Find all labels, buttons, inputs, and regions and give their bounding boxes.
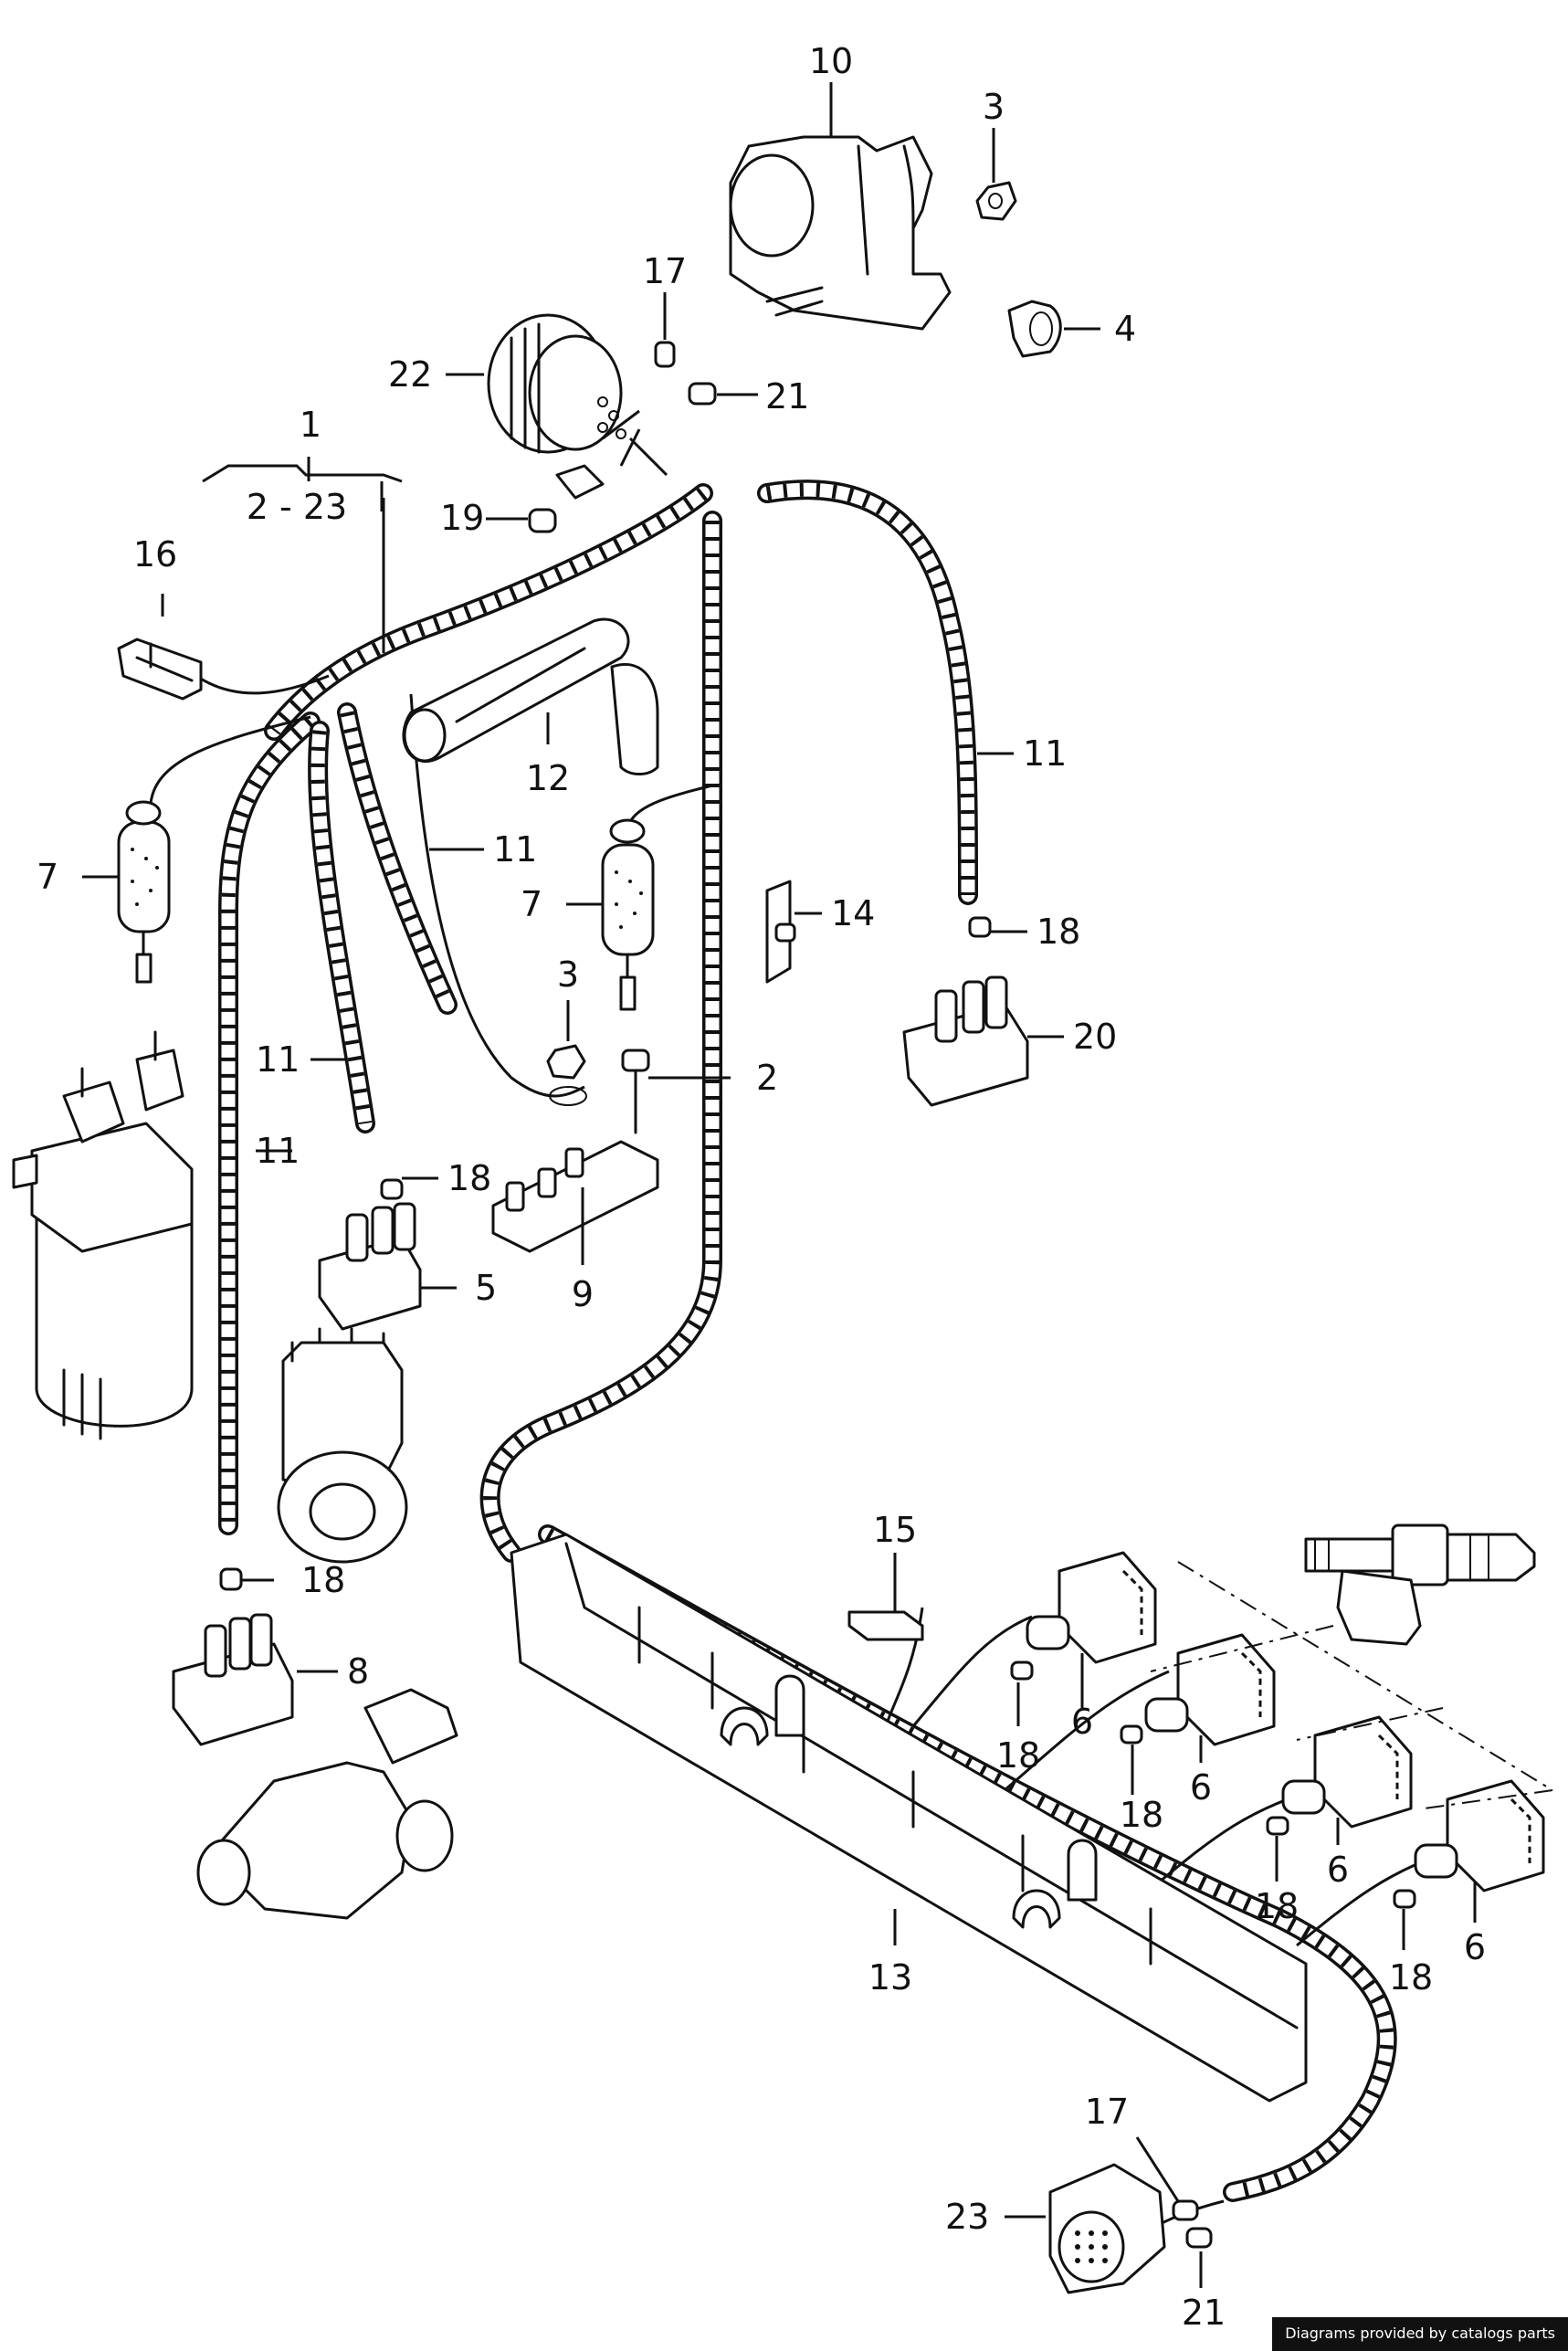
pins-top	[528, 341, 717, 533]
callout-14: 14	[831, 893, 875, 933]
bolt-part-2	[621, 1049, 650, 1134]
injector-connector-part-6-b	[1144, 1633, 1276, 1746]
pin-part-18-inj1	[1010, 1660, 1034, 1681]
connector-part-23	[1048, 2163, 1166, 2294]
rail-cover-part-13	[510, 1533, 1308, 2103]
callout-18-inj3: 18	[1255, 1886, 1299, 1926]
filter-part-7-mid	[601, 818, 655, 1011]
callout-22: 22	[388, 354, 432, 395]
callout-6-c: 6	[1327, 1850, 1349, 1890]
pin-part-17-top	[654, 341, 676, 368]
callout-16: 16	[133, 534, 177, 575]
plug-part-15	[847, 1610, 924, 1641]
callout-11-mid: 11	[256, 1039, 300, 1080]
callout-6-d: 6	[1464, 1927, 1486, 1967]
round-connector-part-22	[487, 313, 626, 500]
distributor	[277, 1327, 408, 1564]
nut-part-3-mid	[546, 1044, 587, 1106]
callout-1: 1	[300, 405, 321, 445]
callout-17-bottom: 17	[1085, 2092, 1129, 2132]
injector-connector-part-6-d	[1414, 1779, 1545, 1892]
pin-part-19	[528, 508, 557, 533]
pin-part-21-bottom	[1185, 2227, 1213, 2249]
filter-part-7-left	[117, 800, 171, 984]
callout-6-a: 6	[1071, 1702, 1093, 1742]
pin-part-18-inj2	[1120, 1724, 1143, 1745]
callout-15: 15	[873, 1510, 917, 1550]
pin-part-18-bottom	[219, 1567, 243, 1591]
callout-9: 9	[572, 1274, 594, 1314]
fuel-injector	[1304, 1523, 1536, 1646]
bracket-part-10	[729, 135, 952, 331]
callout-11-upper: 11	[493, 829, 537, 870]
callout-11-left: 11	[256, 1131, 300, 1171]
callout-13: 13	[868, 1957, 912, 1998]
callout-5: 5	[475, 1268, 497, 1308]
ground-strip-part-9	[491, 1140, 659, 1253]
injector-connector-part-6-c	[1281, 1715, 1413, 1829]
pin-parts-18	[219, 916, 1416, 1909]
clip-part-4	[1007, 300, 1062, 358]
callout-21-bottom: 21	[1182, 2293, 1226, 2333]
injector-connector-part-6-a	[1026, 1551, 1157, 1664]
callout-3-top: 3	[983, 87, 1005, 127]
connector-part-8	[172, 1613, 294, 1746]
pin-part-18-inj3	[1266, 1816, 1289, 1836]
callout-18-left: 18	[447, 1158, 491, 1198]
callout-21-top: 21	[765, 376, 809, 416]
callout-3-mid: 3	[557, 954, 579, 995]
callout-7-left: 7	[37, 857, 58, 897]
ignition-coil	[12, 1030, 194, 1440]
callout-19: 19	[440, 498, 484, 538]
callout-7-mid: 7	[521, 884, 542, 924]
harness-cables	[218, 480, 1397, 2202]
pins-bottom	[1172, 2199, 1213, 2249]
callout-12: 12	[526, 758, 570, 798]
callout-23: 23	[945, 2197, 989, 2237]
callout-10: 10	[809, 41, 853, 81]
callout-18-inj1: 18	[996, 1735, 1040, 1776]
callout-labels: 10 3 4 17 22 21 19 1 2 - 23 16 12 11 11 …	[37, 41, 1486, 2333]
callout-2-23: 2 - 23	[247, 487, 347, 527]
pin-part-21-top	[688, 382, 717, 406]
callout-18-bottom: 18	[301, 1560, 345, 1600]
pin-part-18-right	[968, 916, 992, 938]
pin-part-17-bottom	[1172, 2199, 1199, 2221]
callout-18-inj2: 18	[1120, 1795, 1163, 1835]
callout-18-inj4: 18	[1389, 1957, 1433, 1998]
thermostat-housing	[196, 1688, 458, 1920]
connector-part-16	[117, 638, 203, 701]
credit-badge: Diagrams provided by catalogs parts	[1272, 2317, 1568, 2351]
clip-part-14	[765, 880, 796, 984]
pin-part-18-left	[380, 1178, 404, 1200]
callout-20: 20	[1073, 1017, 1117, 1057]
callout-11-right: 11	[1023, 733, 1067, 774]
sleeve-part-12	[402, 617, 659, 775]
connector-part-5	[318, 1202, 422, 1331]
callout-8: 8	[347, 1651, 369, 1692]
callout-4: 4	[1114, 309, 1136, 349]
callout-17-top: 17	[643, 251, 687, 291]
reference-lines	[1150, 1561, 1553, 1809]
nut-part-3-top	[975, 181, 1017, 221]
connector-part-20	[902, 975, 1029, 1107]
pin-part-18-inj4	[1393, 1889, 1416, 1909]
callout-18-right: 18	[1037, 912, 1080, 952]
callout-2: 2	[756, 1058, 778, 1098]
leader-lines	[82, 82, 1477, 2288]
callout-6-b: 6	[1190, 1767, 1212, 1808]
